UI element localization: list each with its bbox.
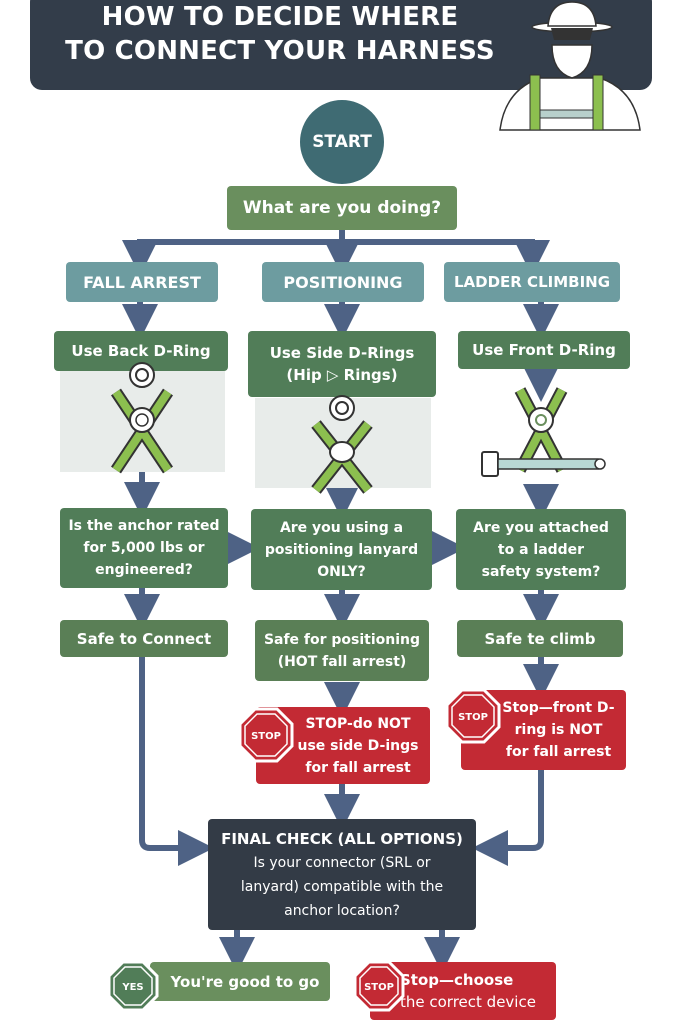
side-harness-panel	[255, 398, 431, 488]
check-line: ONLY?	[317, 563, 366, 580]
final-check-line: anchor location?	[284, 902, 400, 919]
outcome-stop: Stop—choose the correct device	[370, 962, 556, 1020]
result-label: Safe te climb	[484, 629, 596, 648]
final-check-line: lanyard) compatible with the	[240, 878, 444, 895]
question-node: What are you doing?	[227, 186, 457, 230]
category-ladder-climbing: LADDER CLIMBING	[444, 262, 620, 302]
action-label-line-2: (Hip ▷ Rings)	[286, 366, 398, 384]
title-line-2: TO CONNECT YOUR HARNESS	[65, 36, 495, 66]
back-harness-panel	[60, 370, 225, 472]
category-label: POSITIONING	[283, 272, 403, 292]
outcome-stop-line: the correct device	[400, 993, 536, 1011]
warning-side-d-rings: STOP-do NOT use side D-ings for fall arr…	[256, 707, 430, 784]
category-positioning: POSITIONING	[262, 262, 424, 302]
start-node: START	[297, 97, 387, 187]
check-line: Are you using a	[279, 519, 404, 536]
outcome-yes: You're good to go	[150, 962, 330, 1001]
result-line: Safe for positioning	[263, 631, 421, 648]
question-label: What are you doing?	[242, 198, 442, 218]
warning-line: Stop—front D-	[502, 700, 615, 716]
check-anchor-rated: Is the anchor rated for 5,000 lbs or eng…	[60, 508, 228, 588]
check-line: for 5,000 lbs or	[83, 540, 205, 556]
check-line: safety system?	[481, 563, 601, 580]
final-check-line: Is your connector (SRL or	[253, 854, 431, 871]
check-line: to a ladder	[497, 541, 585, 558]
arrow-stop3-to-final	[472, 770, 544, 866]
action-back-d-ring: Use Back D-Ring	[54, 331, 228, 371]
category-label: LADDER CLIMBING	[453, 273, 611, 291]
action-label: Use Back D-Ring	[71, 342, 211, 360]
check-line: positioning lanyard	[264, 541, 419, 558]
warning-line: use side D-ings	[297, 737, 419, 754]
result-label: Safe to Connect	[76, 629, 212, 648]
category-fall-arrest: FALL ARREST	[66, 262, 218, 302]
check-line: engineered?	[95, 562, 193, 578]
check-line: Is the anchor rated	[68, 518, 220, 534]
outcome-yes-label: You're good to go	[170, 972, 320, 991]
arrow-to-fall-arrest	[140, 227, 345, 258]
warning-line: for fall arrest	[505, 744, 612, 760]
warning-line: ring is NOT	[514, 722, 603, 738]
result-safe-for-positioning: Safe for positioning (HOT fall arrest)	[255, 620, 429, 681]
action-label: Use Front D-Ring	[472, 341, 616, 359]
check-ladder-safety: Are you attached to a ladder safety syst…	[456, 509, 626, 590]
arrow-to-ladder	[342, 239, 550, 276]
final-check-node: FINAL CHECK (ALL OPTIONS) Is your connec…	[208, 819, 476, 930]
start-label: START	[312, 132, 372, 152]
category-label: FALL ARREST	[83, 272, 201, 292]
check-positioning-lanyard: Are you using a positioning lanyard ONLY…	[251, 509, 432, 590]
final-check-heading: FINAL CHECK (ALL OPTIONS)	[221, 829, 463, 848]
page-title: HOW TO DECIDE WHERE TO CONNECT YOUR HARN…	[40, 0, 520, 68]
result-safe-to-climb: Safe te climb	[457, 620, 623, 657]
check-line: Are you attached	[473, 519, 609, 536]
outcome-stop-line: Stop—choose	[400, 971, 514, 989]
action-label-line-1: Use Side D-Rings	[269, 344, 415, 362]
action-side-d-rings: Use Side D-Rings (Hip ▷ Rings)	[248, 331, 436, 397]
action-front-d-ring: Use Front D-Ring	[458, 331, 630, 369]
title-line-1: HOW TO DECIDE WHERE	[101, 2, 459, 32]
warning-line: for fall arrest	[305, 759, 411, 776]
warning-front-d-ring: Stop—front D- ring is NOT for fall arres…	[461, 690, 626, 770]
warning-line: STOP-do NOT	[305, 715, 411, 732]
arrow-result1-to-final	[139, 656, 214, 866]
result-safe-to-connect: Safe to Connect	[60, 620, 228, 657]
result-line: (HOT fall arrest)	[277, 653, 407, 670]
